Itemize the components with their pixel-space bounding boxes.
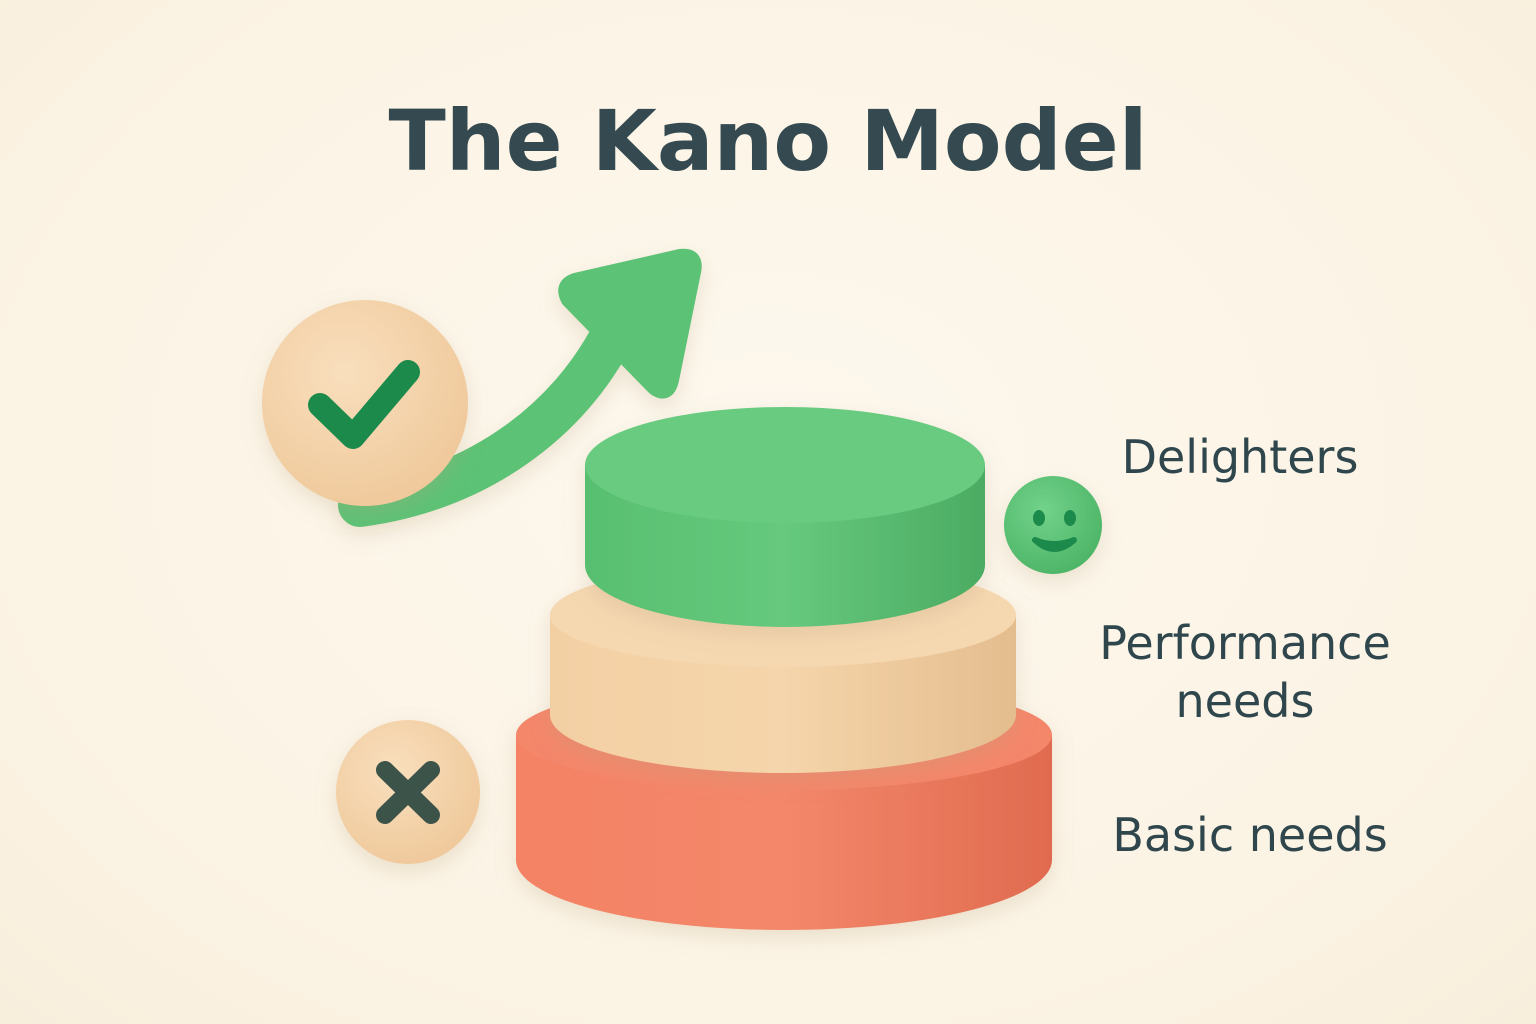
page-title: The Kano Model <box>388 92 1148 190</box>
label-basic-needs: Basic needs <box>1080 806 1420 864</box>
label-delighters: Delighters <box>1080 428 1400 486</box>
delighters-text: Delighters <box>1121 430 1359 484</box>
check-badge-icon <box>262 300 468 506</box>
basic-needs-text: Basic needs <box>1112 808 1388 862</box>
performance-line1: Performance <box>1099 616 1391 670</box>
performance-line2: needs <box>1175 674 1315 728</box>
x-badge-icon <box>336 720 480 864</box>
smiley-face-icon <box>1004 476 1102 574</box>
label-performance-needs: Performance needs <box>1080 614 1410 730</box>
tier-delighters <box>585 407 985 627</box>
